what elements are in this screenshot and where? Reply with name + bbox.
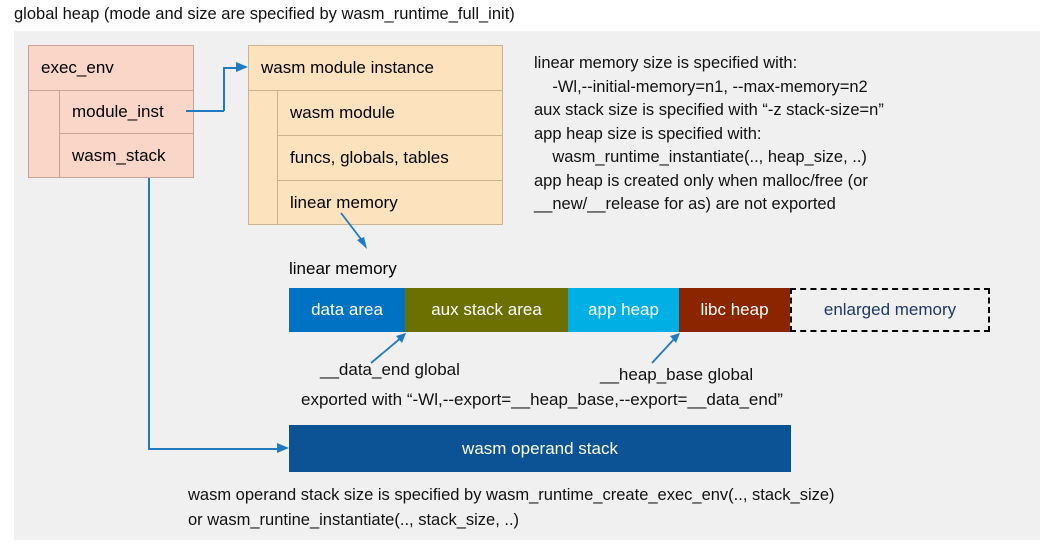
exec-env-header-label: exec_env (41, 58, 114, 77)
mem-segment-libc-heap-label: libc heap (700, 300, 769, 319)
module-instance-field-wasm-module: wasm module (277, 91, 502, 136)
annotation-data-end: __data_end global (320, 360, 460, 379)
mem-segment-enlarged-memory-label: enlarged memory (823, 300, 957, 319)
exec-env-field-module-inst-label: module_inst (72, 102, 164, 121)
exec-env-field-wasm-stack-label: wasm_stack (72, 145, 166, 165)
module-instance-field-funcs-globals-tables: funcs, globals, tables (277, 136, 502, 181)
wasm-operand-stack-label: wasm operand stack (462, 438, 618, 458)
module-instance-field-linear-memory-label: linear memory (290, 192, 398, 212)
exec-env-field-module-inst: module_inst (59, 91, 193, 134)
connector-module-inst-v (223, 67, 225, 111)
module-instance-field-funcs-globals-tables-label: funcs, globals, tables (290, 148, 449, 167)
linear-memory-bar-caption: linear memory (289, 259, 397, 278)
annotation-heap-base: __heap_base global (600, 365, 754, 384)
mem-segment-data-area-label: data area (311, 300, 383, 319)
mem-segment-app-heap-label: app heap (588, 300, 659, 319)
mem-segment-data-area: data area (289, 288, 405, 332)
wasm-operand-stack-box: wasm operand stack (289, 425, 791, 472)
mem-segment-enlarged-memory: enlarged memory (790, 288, 990, 332)
module-instance-field-linear-memory: linear memory (277, 181, 502, 224)
annotation-exported-with: exported with “-Wl,--export=__heap_base,… (301, 390, 783, 409)
exec-env-box: exec_env module_inst wasm_stack (28, 45, 194, 178)
operand-stack-footer-note: wasm operand stack size is specified by … (188, 486, 835, 529)
mem-segment-libc-heap: libc heap (679, 288, 790, 332)
connector-wasm-stack-h (148, 448, 281, 450)
module-instance-field-wasm-module-label: wasm module (290, 103, 395, 122)
wasm-module-instance-box: wasm module instance wasm module funcs, … (248, 45, 503, 225)
module-instance-header-label: wasm module instance (261, 58, 434, 77)
mem-segment-app-heap: app heap (568, 288, 679, 332)
connector-wasm-stack-v (148, 178, 150, 449)
module-instance-header-row: wasm module instance (249, 46, 502, 91)
linear-memory-bar: data area aux stack area app heap libc h… (289, 288, 990, 332)
linear-memory-notes: linear memory size is specified with: -W… (534, 54, 884, 213)
exec-env-header-row: exec_env (29, 46, 193, 91)
page-title: global heap (mode and size are specified… (14, 5, 515, 23)
mem-segment-aux-stack-area: aux stack area (405, 288, 568, 332)
connector-module-inst-h1 (186, 110, 224, 112)
connector-module-inst-h2 (223, 67, 241, 69)
exec-env-field-wasm-stack: wasm_stack (59, 134, 193, 177)
mem-segment-aux-stack-area-label: aux stack area (431, 300, 542, 319)
